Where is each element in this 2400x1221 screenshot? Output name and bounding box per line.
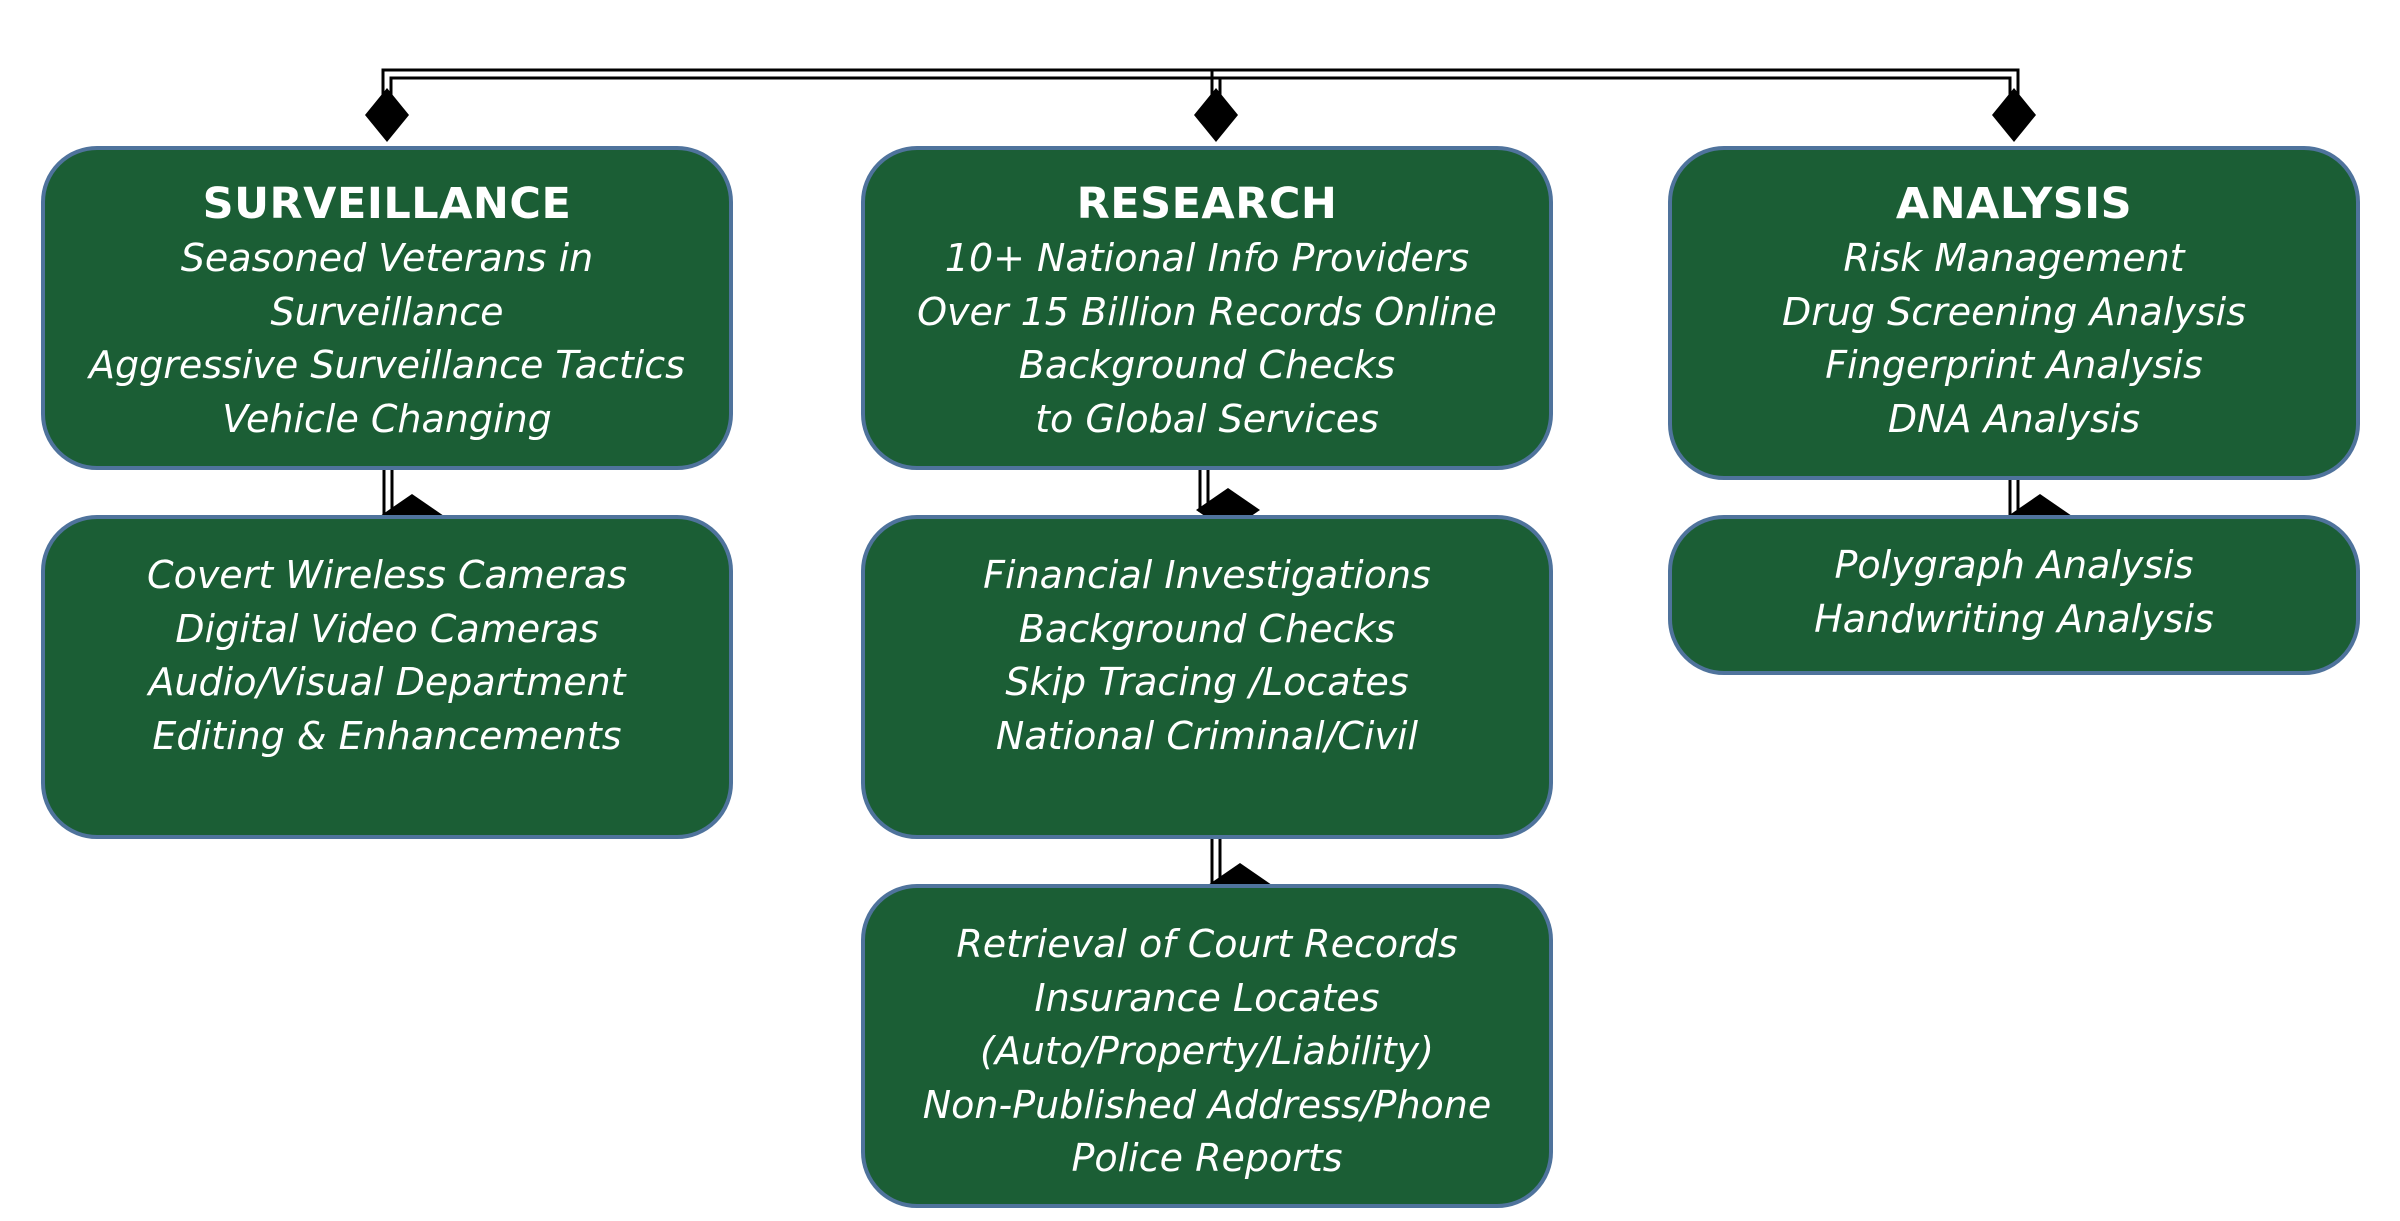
diamond-analysis	[1992, 88, 2036, 142]
research-sub2-line: Insurance Locates	[1034, 975, 1380, 1020]
diamond-surveillance	[365, 88, 409, 142]
research-sub2-line: (Auto/Property/Liability)	[980, 1029, 1434, 1073]
surveillance-box: SURVEILLANCE Seasoned Veterans in Survei…	[41, 146, 733, 470]
analysis-line: Drug Screening Analysis	[1781, 289, 2247, 334]
research-sub2-line: Police Reports	[1071, 1136, 1343, 1180]
surveillance-line: Vehicle Changing	[222, 396, 552, 441]
research-sub1-line: National Criminal/Civil	[995, 713, 1419, 758]
surveillance-sub-line: Digital Video Cameras	[175, 606, 599, 651]
research-sub2-line: Retrieval of Court Records	[956, 922, 1458, 966]
research-line: Background Checks	[1018, 343, 1396, 387]
analysis-lines: Risk Management Drug Screening Analysis …	[1672, 232, 2356, 446]
surveillance-sub-lines: Covert Wireless Cameras Digital Video Ca…	[45, 549, 729, 763]
research-sub1-line: Skip Tracing /Locates	[1005, 660, 1409, 704]
analysis-sub-box: Polygraph Analysis Handwriting Analysis	[1668, 515, 2360, 675]
research-sub1-box: Financial Investigations Background Chec…	[861, 515, 1553, 839]
analysis-line: Risk Management	[1843, 236, 2185, 280]
surveillance-lines: Seasoned Veterans in Surveillance Aggres…	[45, 232, 729, 446]
surveillance-sub-line: Audio/Visual Department	[148, 660, 626, 704]
surveillance-sub-line: Editing & Enhancements	[152, 713, 622, 758]
surveillance-line: Aggressive Surveillance Tactics	[89, 343, 685, 387]
research-sub2-line: Non-Published Address/Phone	[922, 1082, 1492, 1127]
research-line: to Global Services	[1035, 396, 1379, 441]
research-box: RESEARCH 10+ National Info Providers Ove…	[861, 146, 1553, 470]
surveillance-title: SURVEILLANCE	[202, 179, 572, 229]
analysis-line: Fingerprint Analysis	[1825, 343, 2203, 387]
analysis-title: ANALYSIS	[1895, 179, 2133, 229]
analysis-box: ANALYSIS Risk Management Drug Screening …	[1668, 146, 2360, 480]
research-sub1-line: Financial Investigations	[983, 553, 1431, 597]
research-sub1-lines: Financial Investigations Background Chec…	[865, 549, 1549, 763]
analysis-sub-line: Handwriting Analysis	[1814, 596, 2214, 641]
research-line: Over 15 Billion Records Online	[917, 289, 1497, 334]
research-title: RESEARCH	[1076, 179, 1338, 229]
research-sub2-box: Retrieval of Court Records Insurance Loc…	[861, 884, 1553, 1208]
research-line: 10+ National Info Providers	[944, 236, 1470, 280]
research-lines: 10+ National Info Providers Over 15 Bill…	[865, 232, 1549, 446]
analysis-sub-lines: Polygraph Analysis Handwriting Analysis	[1672, 539, 2356, 646]
analysis-sub-line: Polygraph Analysis	[1834, 543, 2194, 587]
diamond-research	[1194, 88, 1238, 142]
research-sub1-line: Background Checks	[1018, 606, 1396, 651]
surveillance-line: Surveillance	[270, 289, 504, 334]
analysis-line: DNA Analysis	[1887, 396, 2141, 441]
surveillance-sub-box: Covert Wireless Cameras Digital Video Ca…	[41, 515, 733, 839]
surveillance-line: Seasoned Veterans in	[180, 236, 594, 280]
top-bus-line	[381, 68, 2020, 102]
surveillance-sub-line: Covert Wireless Cameras	[147, 553, 627, 597]
research-sub2-lines: Retrieval of Court Records Insurance Loc…	[865, 918, 1549, 1186]
